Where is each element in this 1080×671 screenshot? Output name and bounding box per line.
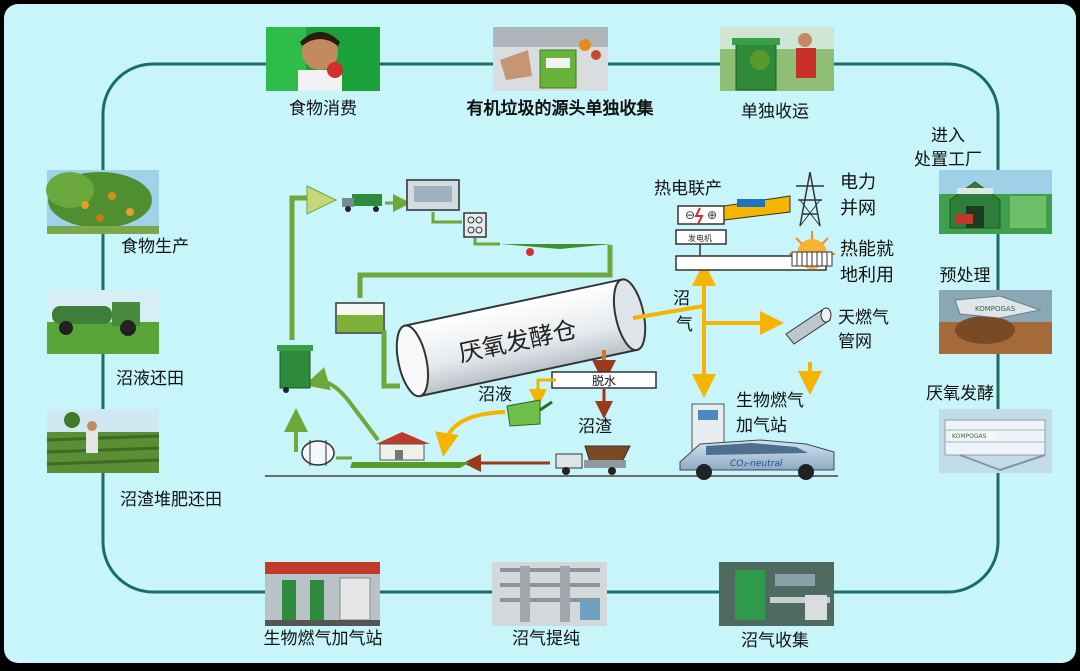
label-slurry-field: 沼液还田 <box>116 369 184 389</box>
label-biogas-collect: 沼气收集 <box>741 631 809 651</box>
label-food-consumption: 食物消费 <box>289 99 357 119</box>
label-pretreatment: 预处理 <box>940 266 991 286</box>
generator-label: 发电机 <box>688 233 712 243</box>
label-source-sorting: 有机垃圾的源头单独收集 <box>467 98 655 119</box>
label-slurry: 沼液 <box>478 385 512 405</box>
watering-can-icon <box>506 399 553 427</box>
photo-slurry-field <box>47 290 159 354</box>
label-enter-plant-2: 处置工厂 <box>914 150 982 170</box>
anaerobic-tank: 厌氧发酵仓 <box>395 278 647 398</box>
pre-tank-icon <box>335 302 385 334</box>
label-food-production: 食物生产 <box>121 237 189 257</box>
conveyor-belt-icon <box>500 244 612 249</box>
label-gas-grid-1: 天燃气 <box>838 308 889 328</box>
arrow-farm-up <box>346 398 380 442</box>
label-station-1: 生物燃气 <box>736 391 804 411</box>
photo-biogas-collect <box>719 562 834 626</box>
shredder-icon <box>463 212 487 238</box>
arrow-feed-to-pretank <box>357 245 613 298</box>
farm-house-icon <box>350 432 470 468</box>
label-gas-grid-2: 管网 <box>838 332 872 352</box>
photo-food-consumption <box>266 27 380 91</box>
arrow-farm-to-bin <box>304 367 350 402</box>
arrow-pretank-to-digester <box>381 330 400 389</box>
label-biogas-1: 沼 <box>673 289 690 309</box>
label-residue: 沼渣 <box>578 417 612 437</box>
green-bin-icon <box>277 345 313 393</box>
mixer-tank-icon <box>301 440 335 466</box>
photo-food-production <box>46 170 159 234</box>
photo-source-sorting <box>493 27 608 91</box>
residue-truck-icon <box>555 445 631 475</box>
label-separate-transport: 单独收运 <box>741 102 809 122</box>
chp-minus: ⊖ <box>685 208 695 222</box>
arrow-slurry-to-field <box>435 410 506 457</box>
label-power-2: 并网 <box>840 198 876 219</box>
label-anaerobic-fermentation: 厌氧发酵 <box>926 384 994 404</box>
label-residue-compost: 沼渣堆肥还田 <box>120 490 222 510</box>
fermentation-sign: KOMPOGAS <box>952 433 987 440</box>
photo-anaerobic-fermentation: KOMPOGAS <box>939 409 1052 473</box>
power-line-arrow <box>723 195 791 221</box>
label-heat-2: 地利用 <box>840 265 894 286</box>
power-tower-icon <box>796 171 824 227</box>
photo-enter-plant <box>939 170 1052 234</box>
arrow-dewater-to-slurry <box>529 378 556 407</box>
gas-pipe-icon <box>785 307 832 345</box>
receiving-building-icon <box>406 179 460 211</box>
arrow-shredder-to-belt <box>473 238 500 246</box>
car-icon: CO₂-neutral <box>679 439 835 480</box>
photo-separate-transport <box>720 27 834 91</box>
green-return-arrow <box>289 185 338 340</box>
photo-biogas-station <box>265 562 380 626</box>
car-text: CO₂-neutral <box>730 459 783 469</box>
arrow-plant-to-shredder <box>431 212 462 224</box>
label-power-1: 电力 <box>840 172 876 193</box>
garbage-truck-top-icon <box>342 194 382 212</box>
label-chp: 热电联产 <box>654 179 722 199</box>
label-biogas-purify: 沼气提纯 <box>512 629 580 649</box>
biogas-out-line <box>632 304 705 320</box>
photo-biogas-purify <box>492 562 607 626</box>
photo-residue-compost <box>46 409 160 473</box>
heat-radiator-icon <box>789 231 835 269</box>
label-biogas-station: 生物燃气加气站 <box>264 629 383 649</box>
conveyor-drop-icon <box>526 248 534 256</box>
label-enter-plant-1: 进入 <box>931 126 965 146</box>
label-station-2: 加气站 <box>736 416 787 436</box>
photo-pretreatment: KOMPOGAS <box>939 290 1052 354</box>
pretreatment-sign: KOMPOGAS <box>975 305 1016 313</box>
chp-plus: ⊕ <box>707 208 717 222</box>
chp-unit-icon: ⊖ ⊕ 发电机 <box>675 205 827 271</box>
label-dewater: 脱水 <box>592 373 616 388</box>
label-heat-1: 热能就 <box>840 239 894 260</box>
label-biogas-2: 气 <box>676 315 693 335</box>
